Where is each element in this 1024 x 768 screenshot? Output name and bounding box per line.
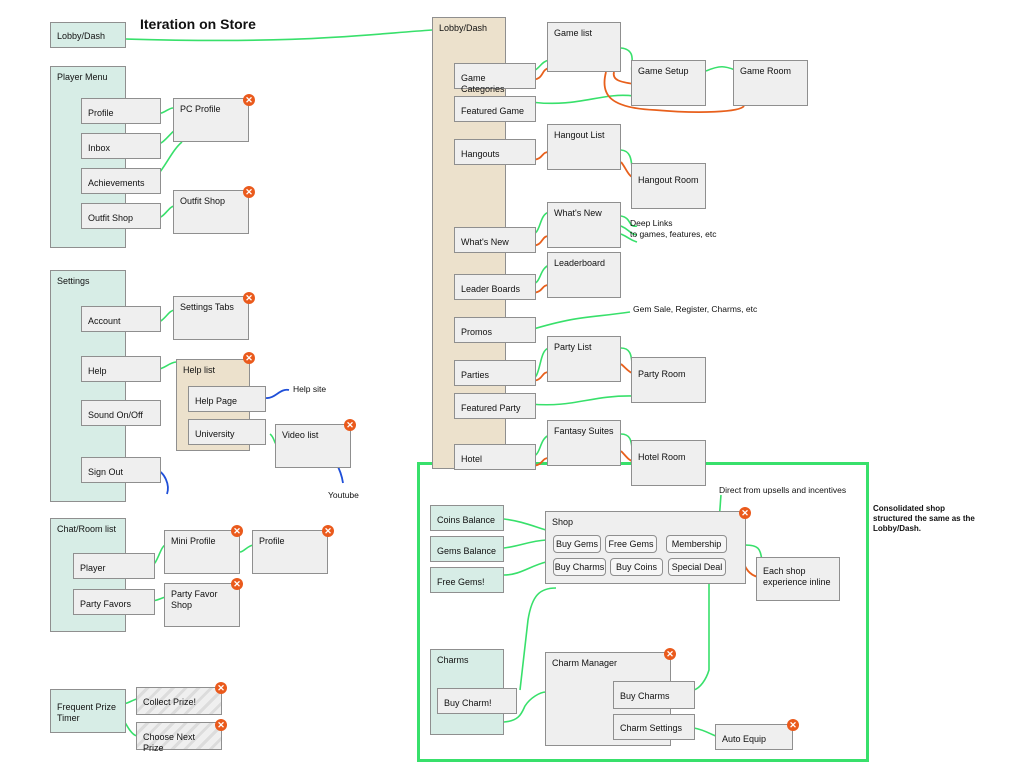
- hangout-room-node[interactable]: Hangout Room: [631, 163, 706, 209]
- promo-note-label: Gem Sale, Register, Charms, etc: [633, 304, 758, 314]
- buy-coins-button[interactable]: Buy Coins: [610, 558, 663, 576]
- close-icon[interactable]: ✕: [215, 719, 227, 731]
- sign-out-node[interactable]: Sign Out: [81, 457, 161, 483]
- settings-tabs-node[interactable]: Settings Tabs: [173, 296, 249, 340]
- close-icon[interactable]: ✕: [231, 578, 243, 590]
- page-title: Iteration on Store: [140, 16, 256, 32]
- membership-button[interactable]: Membership: [666, 535, 727, 553]
- prize-timer-panel[interactable]: Frequent Prize Timer: [50, 689, 126, 733]
- party-favor-shop-node[interactable]: Party Favor Shop: [164, 583, 240, 627]
- close-icon[interactable]: ✕: [344, 419, 356, 431]
- profile-node[interactable]: Profile: [81, 98, 161, 124]
- close-icon[interactable]: ✕: [243, 94, 255, 106]
- consolidated-note: Consolidated shop structured the same as…: [873, 504, 975, 533]
- auto-equip-node[interactable]: Auto Equip: [715, 724, 793, 750]
- player-node[interactable]: Player: [73, 553, 155, 579]
- hotel-node[interactable]: Hotel: [454, 444, 536, 470]
- mini-profile-node[interactable]: Mini Profile: [164, 530, 240, 574]
- close-icon[interactable]: ✕: [231, 525, 243, 537]
- close-icon[interactable]: ✕: [215, 682, 227, 694]
- buy-charms-button[interactable]: Buy Charms: [553, 558, 606, 576]
- leader-boards-node[interactable]: Leader Boards: [454, 274, 536, 300]
- sound-toggle-node[interactable]: Sound On/Off: [81, 400, 161, 426]
- collect-prize-node[interactable]: Collect Prize!: [136, 687, 222, 715]
- featured-game-node[interactable]: Featured Game: [454, 96, 536, 122]
- promos-node[interactable]: Promos: [454, 317, 536, 343]
- lobby-dash-node[interactable]: Lobby/Dash: [50, 22, 126, 48]
- youtube-label: Youtube: [328, 490, 359, 500]
- leaderboard-node[interactable]: Leaderboard: [547, 252, 621, 298]
- account-node[interactable]: Account: [81, 306, 161, 332]
- game-categories-node[interactable]: Game Categories: [454, 63, 536, 94]
- party-favors-node[interactable]: Party Favors: [73, 589, 155, 615]
- university-node[interactable]: University: [188, 419, 266, 445]
- close-icon[interactable]: ✕: [243, 352, 255, 364]
- deep-links-label: Deep Links to games, features, etc: [630, 218, 717, 239]
- close-icon[interactable]: ✕: [787, 719, 799, 731]
- party-room-node[interactable]: Party Room: [631, 357, 706, 403]
- buy-gems-button[interactable]: Buy Gems: [553, 535, 601, 553]
- fantasy-suites-node[interactable]: Fantasy Suites: [547, 420, 621, 466]
- inline-experience-node[interactable]: Each shop experience inline: [756, 557, 840, 601]
- hangout-list-node[interactable]: Hangout List: [547, 124, 621, 170]
- free-gems-button[interactable]: Free Gems: [605, 535, 657, 553]
- close-icon[interactable]: ✕: [243, 292, 255, 304]
- achievements-node[interactable]: Achievements: [81, 168, 161, 194]
- hotel-room-node[interactable]: Hotel Room: [631, 440, 706, 486]
- close-icon[interactable]: ✕: [243, 186, 255, 198]
- help-node[interactable]: Help: [81, 356, 161, 382]
- inbox-node[interactable]: Inbox: [81, 133, 161, 159]
- coins-balance-node[interactable]: Coins Balance: [430, 505, 504, 531]
- free-gems-node[interactable]: Free Gems!: [430, 567, 504, 593]
- direct-note-label: Direct from upsells and incentives: [719, 485, 847, 495]
- profile-screen-node[interactable]: Profile: [252, 530, 328, 574]
- charm-settings-node[interactable]: Charm Settings: [613, 714, 695, 740]
- game-list-node[interactable]: Game list: [547, 22, 621, 72]
- gems-balance-node[interactable]: Gems Balance: [430, 536, 504, 562]
- outfit-shop-node[interactable]: Outfit Shop: [81, 203, 161, 229]
- game-room-node[interactable]: Game Room: [733, 60, 808, 106]
- help-page-node[interactable]: Help Page: [188, 386, 266, 412]
- help-site-label: Help site: [293, 384, 327, 394]
- special-deal-button[interactable]: Special Deal: [668, 558, 726, 576]
- close-icon[interactable]: ✕: [322, 525, 334, 537]
- close-icon[interactable]: ✕: [739, 507, 751, 519]
- outfit-shop-screen[interactable]: Outfit Shop: [173, 190, 249, 234]
- game-setup-node[interactable]: Game Setup: [631, 60, 706, 106]
- buy-charms-node[interactable]: Buy Charms: [613, 681, 695, 709]
- close-icon[interactable]: ✕: [664, 648, 676, 660]
- whats-new-node[interactable]: What's New: [454, 227, 536, 253]
- featured-party-node[interactable]: Featured Party: [454, 393, 536, 419]
- hangouts-node[interactable]: Hangouts: [454, 139, 536, 165]
- pc-profile-node[interactable]: PC Profile: [173, 98, 249, 142]
- choose-prize-node[interactable]: Choose Next Prize: [136, 722, 222, 753]
- video-list-node[interactable]: Video list: [275, 424, 351, 468]
- whats-new-screen[interactable]: What's New: [547, 202, 621, 248]
- parties-node[interactable]: Parties: [454, 360, 536, 386]
- party-list-node[interactable]: Party List: [547, 336, 621, 382]
- buy-charm-node[interactable]: Buy Charm!: [437, 688, 517, 714]
